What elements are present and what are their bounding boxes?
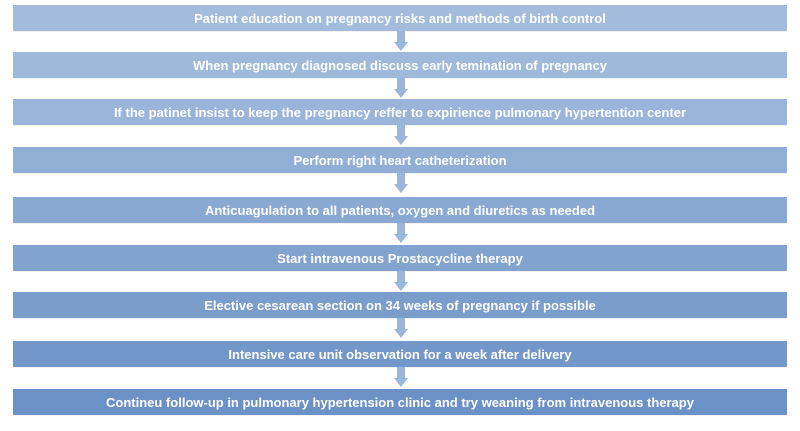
step-8-text: Intensive care unit observation for a we… — [228, 346, 572, 362]
step-5-text: Anticuagulation to all patients, oxygen … — [204, 202, 596, 218]
step-9-text: Contineu follow-up in pulmonary hyperten… — [106, 394, 694, 410]
step-9: Contineu follow-up in pulmonary hyperten… — [13, 389, 787, 415]
step-3-text: If the patinet insist to keep the pregna… — [113, 104, 687, 120]
arrow-down-icon — [394, 223, 408, 243]
step-8: Intensive care unit observation for a we… — [13, 341, 787, 367]
step-6-text: Start intravenous Prostacycline therapy — [277, 250, 523, 266]
arrow-down-icon — [394, 271, 408, 291]
arrow-down-icon — [394, 173, 408, 193]
arrow-down-icon — [394, 318, 408, 338]
step-1-text: Patient education on pregnancy risks and… — [194, 10, 606, 26]
step-4-text: Perform right heart catheterization — [293, 152, 507, 168]
step-2-text: When pregnancy diagnosed discuss early t… — [193, 57, 607, 73]
step-5: Anticuagulation to all patients, oxygen … — [13, 197, 787, 223]
arrow-down-icon — [394, 125, 408, 145]
step-6: Start intravenous Prostacycline therapy — [13, 245, 787, 271]
arrow-down-icon — [394, 367, 408, 387]
step-7-text: Elective cesarean section on 34 weeks of… — [204, 297, 596, 313]
step-7: Elective cesarean section on 34 weeks of… — [13, 292, 787, 318]
step-2: When pregnancy diagnosed discuss early t… — [13, 52, 787, 78]
step-3: If the patinet insist to keep the pregna… — [13, 99, 787, 125]
step-4: Perform right heart catheterization — [13, 147, 787, 173]
arrow-down-icon — [394, 78, 408, 98]
arrow-down-icon — [394, 31, 408, 51]
step-1: Patient education on pregnancy risks and… — [13, 5, 787, 31]
